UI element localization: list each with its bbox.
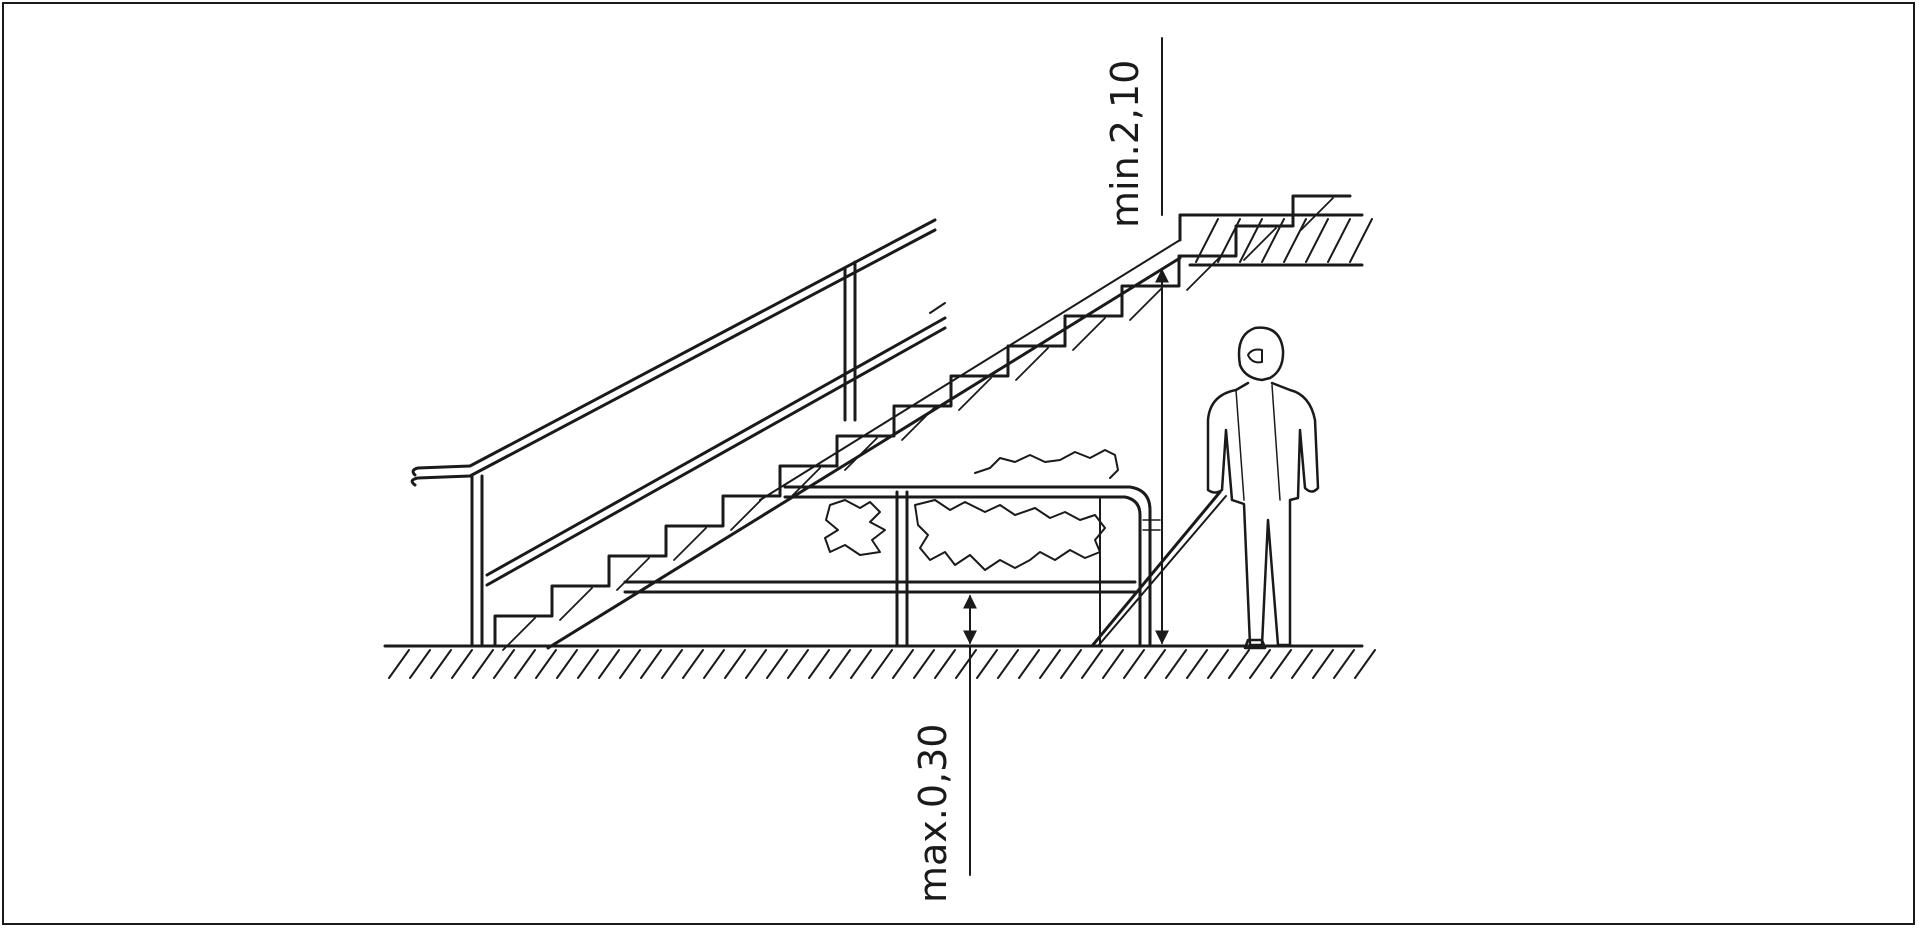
ground-hatch-stroke [388, 649, 410, 679]
slab-hatch-stroke [1327, 218, 1351, 263]
stair-hatch-stroke [1186, 257, 1220, 291]
ground-hatch-stroke [556, 649, 578, 679]
ground-hatch-stroke [976, 649, 998, 679]
ground-hatch-stroke [1249, 649, 1271, 679]
ground-hatch-stroke [871, 649, 893, 679]
ground-hatch-stroke [451, 649, 473, 679]
stair-hatch-stroke [901, 407, 935, 441]
ground-hatch-stroke [577, 649, 599, 679]
stair-hatch-stroke [730, 497, 764, 531]
stair-hatch-stroke [673, 527, 707, 561]
ground-hatch-stroke [1291, 649, 1313, 679]
ground-hatch-stroke [934, 649, 956, 679]
ground-hatch-stroke [1312, 649, 1334, 679]
ground-hatch-stroke [619, 649, 641, 679]
ground-hatch-stroke [1081, 649, 1103, 679]
dimension-min-clearance: min.2,10 [1103, 37, 1169, 645]
ground-hatch-stroke [913, 649, 935, 679]
ground-hatch-stroke [472, 649, 494, 679]
ground-hatch-stroke [1123, 649, 1145, 679]
ground-hatch-stroke [787, 649, 809, 679]
stair-hatch-stroke [958, 377, 992, 411]
stair-hatching [502, 197, 1334, 651]
stair-hatch-stroke [559, 587, 593, 621]
guard-rail [623, 485, 1161, 648]
stair-hatch-stroke [502, 617, 536, 651]
stair-hatch-stroke [1072, 317, 1106, 351]
stair-hatch-stroke [844, 437, 878, 471]
ground-hatch-stroke [514, 649, 536, 679]
slab-hatch-stroke [1349, 218, 1373, 263]
ground-hatch-stroke [1354, 649, 1376, 679]
ground-hatch-stroke [1270, 649, 1292, 679]
ground-hatch-stroke [409, 649, 431, 679]
ground-hatch-stroke [1333, 649, 1355, 679]
ground-hatch-stroke [955, 649, 977, 679]
ground-hatch-stroke [598, 649, 620, 679]
ground-hatch-stroke [1228, 649, 1250, 679]
ground-hatch-stroke [997, 649, 1019, 679]
ground-hatch-stroke [766, 649, 788, 679]
ground-hatch-stroke [703, 649, 725, 679]
ground-hatch-stroke [850, 649, 872, 679]
stair-hatch-stroke [1243, 227, 1277, 261]
ground-hatch-stroke [1060, 649, 1082, 679]
upper-floor-slab [1178, 213, 1373, 267]
ground-hatch-stroke [745, 649, 767, 679]
ground-hatch-stroke [808, 649, 830, 679]
ground-hatch-stroke [682, 649, 704, 679]
stair-hatch-stroke [616, 557, 650, 591]
min-clearance-label: min.2,10 [1103, 60, 1147, 228]
ground-hatch-stroke [1165, 649, 1187, 679]
ground-hatch-stroke [724, 649, 746, 679]
ground-hatch-stroke [535, 649, 557, 679]
slab-hatch-stroke [1305, 218, 1329, 263]
slab-hatch-stroke [1283, 218, 1307, 263]
ground-floor [383, 644, 1376, 679]
ground-hatch-stroke [1018, 649, 1040, 679]
stair-hatch-stroke [1015, 347, 1049, 381]
stair-hatch-stroke [1129, 287, 1163, 321]
ground-hatch-stroke [640, 649, 662, 679]
ground-hatch-stroke [1102, 649, 1124, 679]
stair-handrail [410, 218, 947, 648]
stair-hatch-stroke [787, 467, 821, 501]
ground-hatch-stroke [829, 649, 851, 679]
ground-hatch-stroke [1186, 649, 1208, 679]
ground-hatch-stroke [1207, 649, 1229, 679]
dimension-max-rail-gap: max.0,30 [911, 594, 977, 903]
ground-hatch-stroke [661, 649, 683, 679]
ground-hatch-stroke [892, 649, 914, 679]
ground-hatch-stroke [1144, 649, 1166, 679]
planting [824, 449, 1119, 571]
max-rail-gap-label: max.0,30 [911, 724, 955, 903]
ground-hatch-stroke [493, 649, 515, 679]
ground-hatch-stroke [1039, 649, 1061, 679]
ground-hatching [388, 649, 1376, 679]
ground-hatch-stroke [430, 649, 452, 679]
stair-hatch-stroke [1300, 197, 1334, 231]
